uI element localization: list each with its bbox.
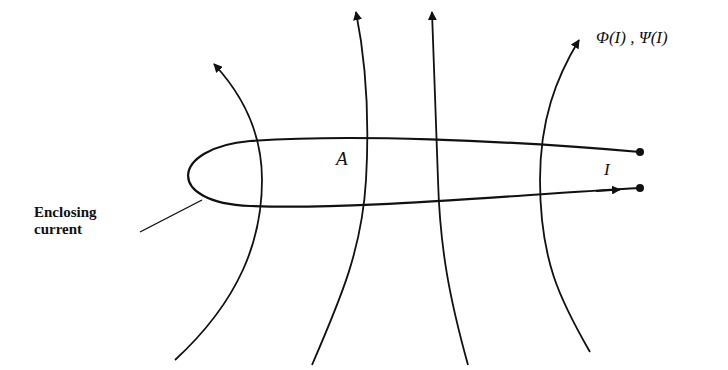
flux-line: [540, 40, 590, 352]
area-label: A: [336, 148, 348, 170]
leader-line: [140, 200, 202, 232]
flux-label: Φ(I) , Ψ(I): [596, 28, 668, 48]
flux-line: [312, 12, 367, 365]
current-arrow: [596, 190, 620, 192]
current-label: I: [604, 160, 610, 180]
flux-line: [432, 12, 468, 365]
current-loop: [188, 138, 640, 207]
terminal: [636, 148, 644, 156]
terminal: [636, 184, 644, 192]
callout-label: Enclosing current: [34, 204, 134, 239]
flux-line: [175, 64, 262, 360]
